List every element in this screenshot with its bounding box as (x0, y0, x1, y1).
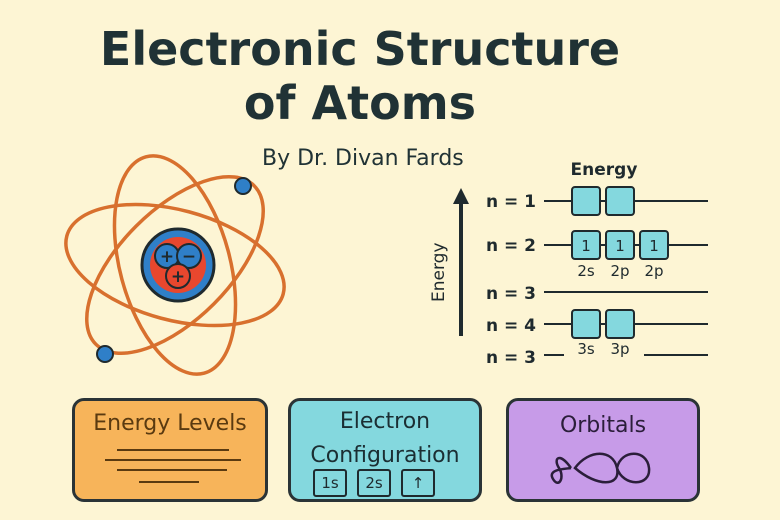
sublabel-2s: 2s (577, 262, 595, 280)
config-box-2s: 2s (357, 469, 391, 497)
level-label-5: n = 3 (486, 348, 536, 368)
sublabel-2p-1: 2p (610, 262, 629, 280)
page-title: Electronic Structure of Atoms (60, 22, 660, 130)
proton-bottom (165, 263, 191, 289)
config-box-arrow: ↑ (401, 469, 435, 497)
orbital-value-2a: 1 (581, 237, 591, 255)
orbital-box-4a (571, 309, 601, 339)
orbital-box-4b (605, 309, 635, 339)
sublabel-3s: 3s (577, 340, 595, 358)
orbit-ellipse-left (85, 175, 265, 355)
sublabel-3p: 3p (610, 340, 629, 358)
orbital-shape-icon (550, 452, 651, 485)
diagram-header: Energy (571, 160, 638, 180)
orbit-ellipse-right (112, 154, 238, 376)
energy-level-diagram: Energy Energy n = 1 n = 2 1 1 1 2s 2p 2p… (429, 160, 708, 368)
config-title-line-2: Configuration (310, 443, 460, 468)
orbit-ellipse-horizontal (64, 202, 286, 328)
energy-level-line-2 (105, 459, 241, 461)
sublabel-2p-2: 2p (644, 262, 663, 280)
energy-levels-title: Energy Levels (93, 411, 247, 436)
level-label-2: n = 2 (486, 236, 536, 256)
author-name: By Dr. Divan Fards (262, 146, 464, 171)
energy-level-line-4 (139, 481, 199, 483)
atom-illustration: + − + (64, 154, 286, 376)
orbital-box-2c (639, 230, 669, 260)
electron-configuration-card[interactable]: Electron Configuration 1s 2s ↑ (288, 398, 482, 502)
orbital-value-2c: 1 (649, 237, 659, 255)
orbitals-title: Orbitals (559, 413, 647, 438)
level-label-4: n = 4 (486, 316, 536, 336)
energy-axis-label: Energy (429, 242, 449, 302)
proton-sign-2: + (171, 267, 185, 287)
config-boxes: 1s 2s ↑ (313, 469, 435, 497)
config-box-1s: 1s (313, 469, 347, 497)
neutron-top-right (176, 243, 202, 269)
orbital-box-1a (571, 186, 601, 216)
orbitals-card[interactable]: Orbitals (506, 398, 700, 502)
orbital-box-1b (605, 186, 635, 216)
level-label-3: n = 3 (486, 284, 536, 304)
energy-axis-arrowhead (453, 188, 469, 204)
title-line-2: of Atoms (243, 76, 477, 130)
orbital-box-2b (605, 230, 635, 260)
title-line-1: Electronic Structure (99, 22, 621, 76)
energy-level-line-3 (117, 469, 227, 471)
orbital-box-2a (571, 230, 601, 260)
electron-top-right (234, 177, 252, 195)
energy-level-line-1 (117, 449, 229, 451)
neutron-sign: − (182, 247, 196, 267)
proton-sign-1: + (160, 247, 174, 267)
orbital-value-2b: 1 (615, 237, 625, 255)
config-title-line-1: Electron (339, 409, 431, 434)
level-label-1: n = 1 (486, 192, 536, 212)
electron-bottom-left (96, 345, 114, 363)
energy-levels-card[interactable]: Energy Levels (72, 398, 268, 502)
